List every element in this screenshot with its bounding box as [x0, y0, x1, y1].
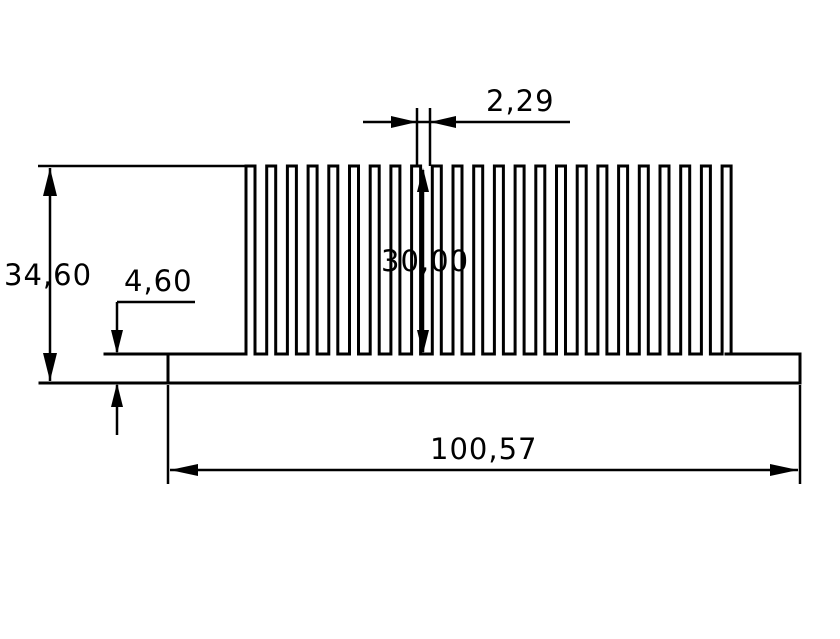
dimension-fin-pitch: 2,29 — [363, 84, 570, 166]
label-fin-height: 30,00 — [381, 244, 469, 278]
label-base-thickness: 4,60 — [124, 264, 193, 298]
arrow-up-icon — [111, 383, 123, 407]
arrow-down-icon — [417, 330, 429, 354]
arrow-left-icon — [170, 464, 198, 476]
arrow-right-icon — [770, 464, 798, 476]
fin-outline — [244, 164, 733, 356]
label-total-height: 34,60 — [4, 258, 92, 292]
heatsink-fins — [244, 164, 733, 356]
dimension-base-thickness: 4,60 — [111, 264, 195, 435]
arrow-up-icon — [417, 168, 429, 192]
arrow-down-icon — [111, 330, 123, 354]
dimension-fin-height: 30,00 — [381, 168, 469, 354]
arrow-left-icon — [430, 116, 456, 128]
arrow-right-icon — [391, 116, 417, 128]
arrow-down-icon — [43, 353, 57, 381]
dimension-total-height: 34,60 — [4, 164, 246, 381]
arrow-up-icon — [43, 168, 57, 196]
heatsink-base — [38, 352, 802, 385]
label-total-width: 100,57 — [430, 432, 537, 466]
label-fin-pitch: 2,29 — [486, 84, 555, 118]
dimension-total-width: 100,57 — [166, 385, 802, 484]
